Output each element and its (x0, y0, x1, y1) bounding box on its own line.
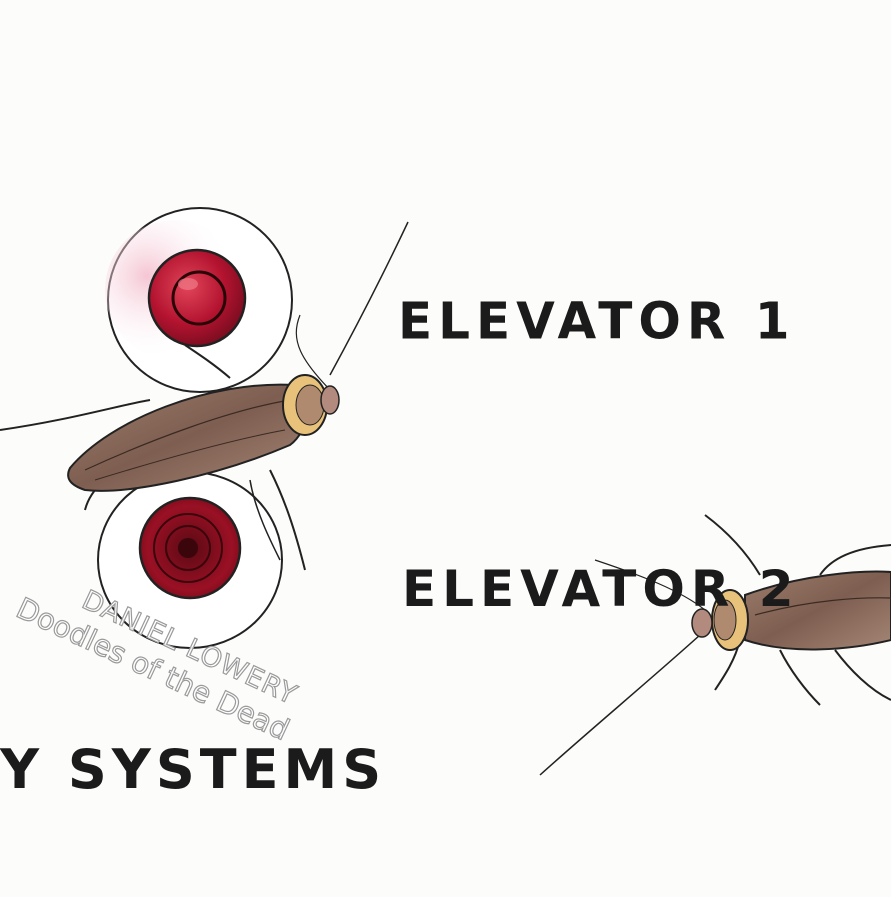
elevator-down-button (97, 471, 283, 649)
elevator-2-label: ELEVATOR 2 (402, 560, 800, 618)
cockroach-right-illustration (539, 514, 891, 776)
elevator-1-label: ELEVATOR 1 (398, 291, 796, 351)
systems-label: Y SYSTEMS (0, 738, 387, 801)
cockroach-left-illustration (0, 221, 409, 571)
elevator-up-button (105, 207, 293, 393)
